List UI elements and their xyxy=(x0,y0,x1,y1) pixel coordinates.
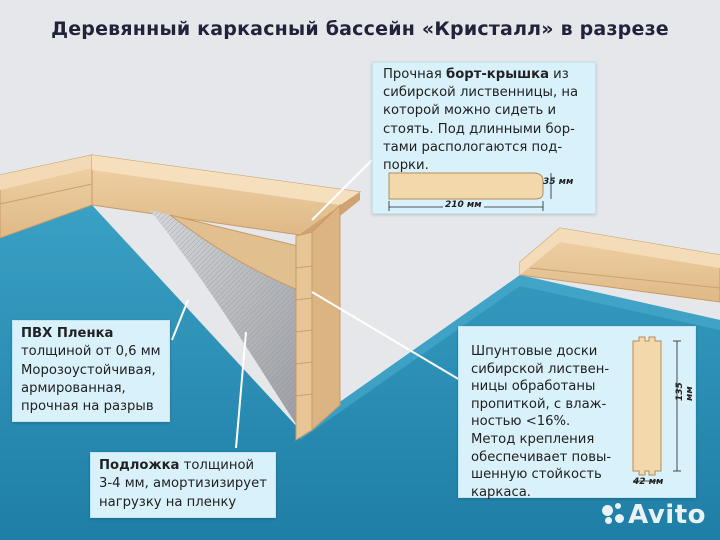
pointer-cap xyxy=(311,159,373,221)
avito-watermark: Avito xyxy=(602,500,706,530)
left-rim-top xyxy=(0,155,92,190)
boards-note-line6: Метод крепления xyxy=(471,431,595,447)
diagram-title: Деревянный каркасный бассейн «Кристалл» … xyxy=(51,18,669,40)
side-wall-boards xyxy=(311,203,341,432)
cap-width-label: 210 мм xyxy=(443,200,484,210)
pointer-pvc xyxy=(171,299,189,341)
left-rim-seam xyxy=(0,183,93,205)
boards-note-line7: обеспечивает повы- xyxy=(471,449,612,465)
underlay-note-line2: нагрузку на пленку xyxy=(99,494,237,510)
pointer-lines xyxy=(171,159,461,449)
pvc-note-title: ПВХ Пленка xyxy=(21,326,114,341)
boards-note-line4: пропиткой, с влаж- xyxy=(471,396,607,412)
cap-note-bold: борт-крышка xyxy=(445,67,549,82)
underlay-note-line1: 3-4 мм, амортизизирует xyxy=(99,476,267,492)
cap-note-pre: Прочная xyxy=(383,67,446,82)
right-rim-seam xyxy=(529,267,720,289)
cap-note-line4: стоять. Под длинными бор- xyxy=(383,121,575,137)
pvc-note: ПВХ Пленка толщиной от 0,6 мм Морозоусто… xyxy=(12,320,170,422)
cap-board-note-text: Прочная борт-крышка из сибирской листвен… xyxy=(383,66,585,175)
cap-note-line3: которой можно сидеть и xyxy=(383,103,557,119)
board-profile-shape xyxy=(632,336,662,476)
underlay-note: Подложка толщиной 3-4 мм, амортизизирует… xyxy=(90,452,276,518)
pvc-note-line1: толщиной от 0,6 мм xyxy=(21,344,161,360)
corner-post-seams xyxy=(295,265,313,397)
boards-note-line1: Шпунтовые доски xyxy=(471,344,598,359)
pvc-note-line4: прочная на разрыв xyxy=(21,399,154,415)
pvc-note-line2: Морозоустойчивая, xyxy=(21,362,156,378)
cap-profile-shape xyxy=(388,172,544,200)
boards-note: Шпунтовые доски сибирской листвен- ницы … xyxy=(458,326,696,501)
cap-note-line5: тами распологаются под- xyxy=(383,139,563,155)
underlay-note-title: Подложка xyxy=(99,458,180,473)
corner-post xyxy=(295,231,313,441)
boards-note-text: Шпунтовые доски сибирской листвен- ницы … xyxy=(471,343,621,501)
boards-note-line8: шенную стойкость xyxy=(471,467,602,483)
cap-height-label: 35 мм xyxy=(543,177,574,187)
board-height-label: 135 мм xyxy=(675,382,695,401)
cap-board-note: Прочная борт-крышка из сибирской листвен… xyxy=(372,62,596,214)
board-profile xyxy=(632,336,681,482)
boards-note-line2: сибирской листвен- xyxy=(471,361,610,377)
underlay-note-first-rest: толщиной xyxy=(179,458,255,473)
cap-note-line1-end: из xyxy=(548,67,569,82)
cap-note-line6: порки. xyxy=(383,158,429,174)
boards-note-line5: ностью <16%. xyxy=(471,414,571,430)
avito-logo-icon xyxy=(602,503,625,525)
cap-board-top xyxy=(92,155,360,205)
boards-note-line9: каркаса. xyxy=(471,484,531,500)
right-rim-top xyxy=(520,228,720,275)
cap-note-line2: сибирской лиственницы, на xyxy=(383,85,579,101)
avito-watermark-text: Avito xyxy=(628,500,706,530)
pointer-boards xyxy=(311,291,461,381)
boards-note-line3: ницы обработаны xyxy=(471,379,596,395)
board-width-label: 42 мм xyxy=(633,477,664,487)
pointer-underlay xyxy=(235,331,247,449)
pvc-note-line3: армированная, xyxy=(21,380,126,396)
